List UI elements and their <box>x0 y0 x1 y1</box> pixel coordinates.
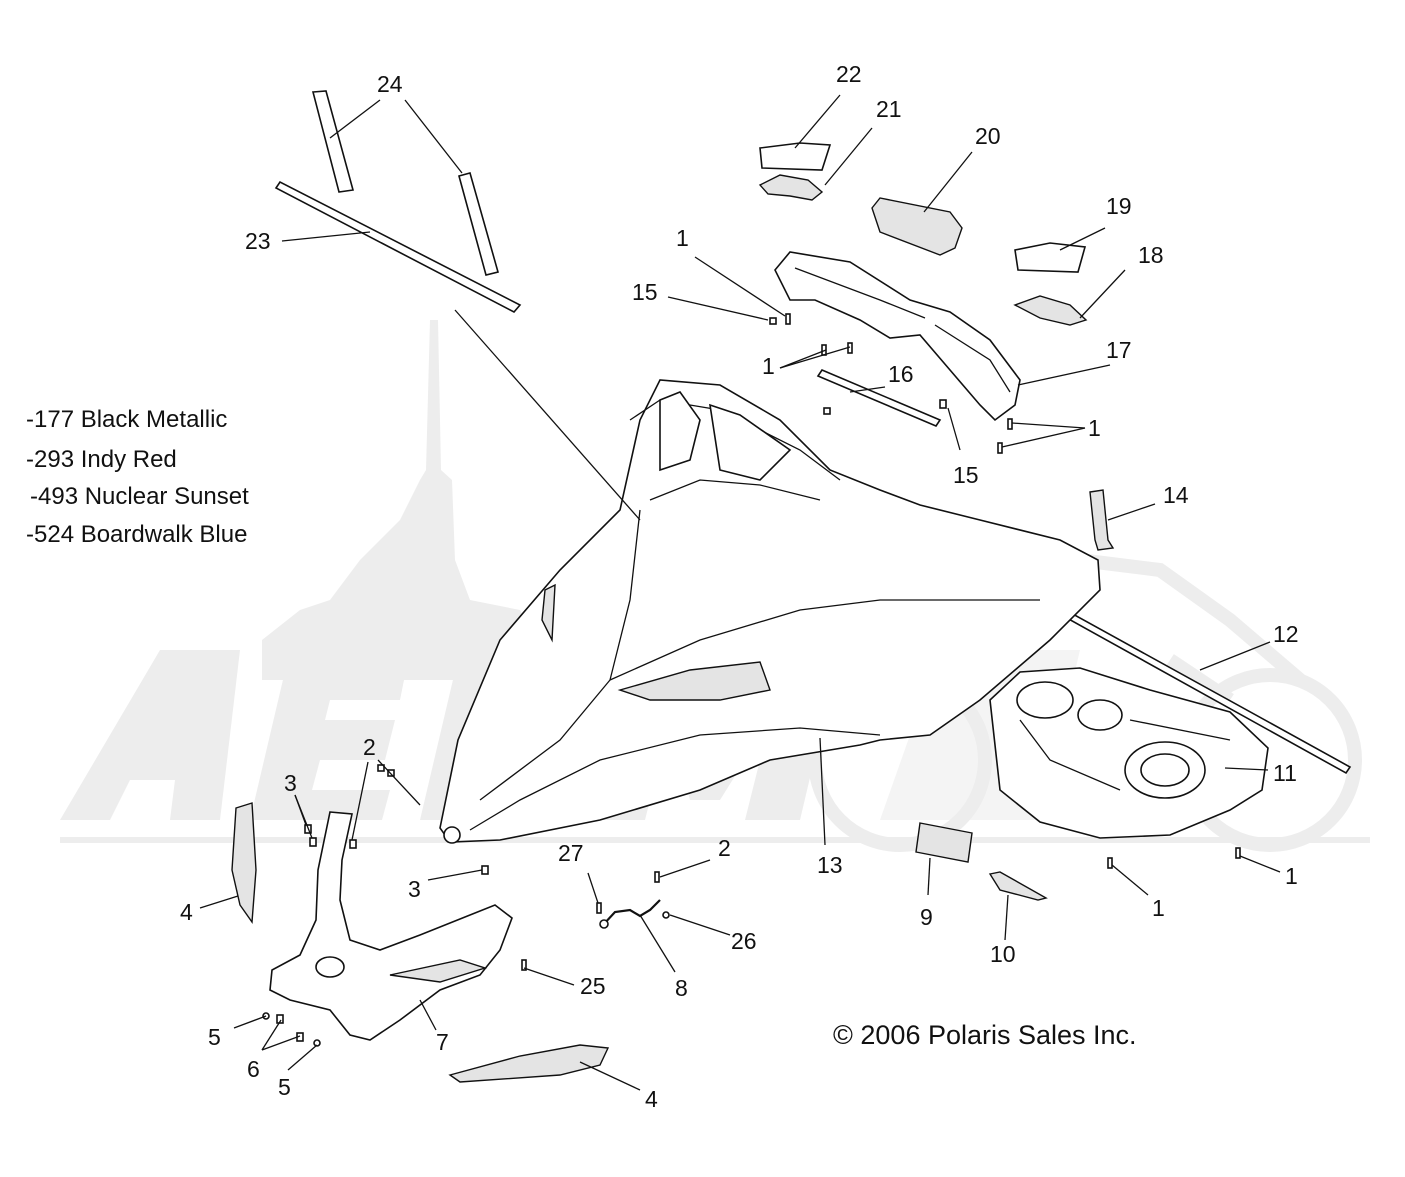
callout-18: 18 <box>1138 242 1164 268</box>
part-24-left-strip <box>311 90 355 193</box>
callout-10: 10 <box>990 941 1016 967</box>
callout-7: 7 <box>436 1029 449 1055</box>
callout-27: 27 <box>558 840 584 866</box>
callout-11: 11 <box>1273 760 1297 786</box>
part-21-bracket <box>758 174 824 201</box>
callout-1-right: 1 <box>1088 415 1101 441</box>
part-17-console <box>774 251 1021 422</box>
callout-25: 25 <box>580 973 606 999</box>
part-7-bumper <box>269 811 513 1041</box>
callout-9: 9 <box>920 904 933 930</box>
part-22-cover <box>759 142 832 171</box>
callout-20: 20 <box>975 123 1001 149</box>
callout-13: 13 <box>817 852 843 878</box>
part-9-decal <box>915 822 973 863</box>
callout-14: 14 <box>1163 482 1189 508</box>
callout-6: 6 <box>247 1056 260 1082</box>
part-24-right-strip <box>458 172 499 276</box>
part-8-harness <box>602 899 661 926</box>
callout-1-panel: 1 <box>1152 895 1165 921</box>
color-code-524: -524 Boardwalk Blue <box>26 521 247 548</box>
callout-8: 8 <box>675 975 688 1001</box>
callout-23: 23 <box>245 228 271 254</box>
callout-1-mid: 1 <box>762 353 775 379</box>
callout-16: 16 <box>888 361 914 387</box>
part-4-left-grille <box>231 802 257 924</box>
callout-4-left: 4 <box>180 899 193 925</box>
callout-2-left: 2 <box>363 734 376 760</box>
callout-1-top: 1 <box>676 225 689 251</box>
copyright-text: © 2006 Polaris Sales Inc. <box>833 1020 1137 1050</box>
callout-17: 17 <box>1106 337 1132 363</box>
callout-12: 12 <box>1273 621 1299 647</box>
callout-3-left: 3 <box>284 770 297 796</box>
callout-3-bottom: 3 <box>408 876 421 902</box>
callout-26: 26 <box>731 928 757 954</box>
callout-22: 22 <box>836 61 862 87</box>
part-16-strip <box>816 369 942 427</box>
callout-4-bottom: 4 <box>645 1086 658 1112</box>
callout-5-left: 5 <box>208 1024 221 1050</box>
part-13-hood <box>439 379 1101 844</box>
part-23-strip <box>274 180 522 314</box>
part-19-cover <box>1014 242 1087 273</box>
color-code-177: -177 Black Metallic <box>26 406 227 433</box>
callout-labels: 24 22 21 20 19 18 23 1 15 1 16 17 1 15 1… <box>180 61 1299 1112</box>
callout-15-bottom: 15 <box>953 462 979 488</box>
part-11-panel <box>989 667 1269 839</box>
callout-5-bottom: 5 <box>278 1074 291 1100</box>
part-4-bottom-grille <box>448 1044 610 1083</box>
callout-19: 19 <box>1106 193 1132 219</box>
part-18-bracket <box>1013 295 1088 326</box>
color-code-list: -177 Black Metallic -293 Indy Red -493 N… <box>26 406 249 548</box>
callout-2-mid: 2 <box>718 835 731 861</box>
color-code-293: -293 Indy Red <box>26 446 177 473</box>
part-14-clip <box>1089 489 1115 551</box>
callout-24: 24 <box>377 71 403 97</box>
callout-15-top: 15 <box>632 279 658 305</box>
part-10-decal <box>988 871 1048 901</box>
callout-1-far-right: 1 <box>1285 863 1298 889</box>
part-20-gauge <box>871 197 963 256</box>
color-code-493: -493 Nuclear Sunset <box>30 483 249 510</box>
leader-lines <box>199 94 1281 1091</box>
callout-21: 21 <box>876 96 902 122</box>
